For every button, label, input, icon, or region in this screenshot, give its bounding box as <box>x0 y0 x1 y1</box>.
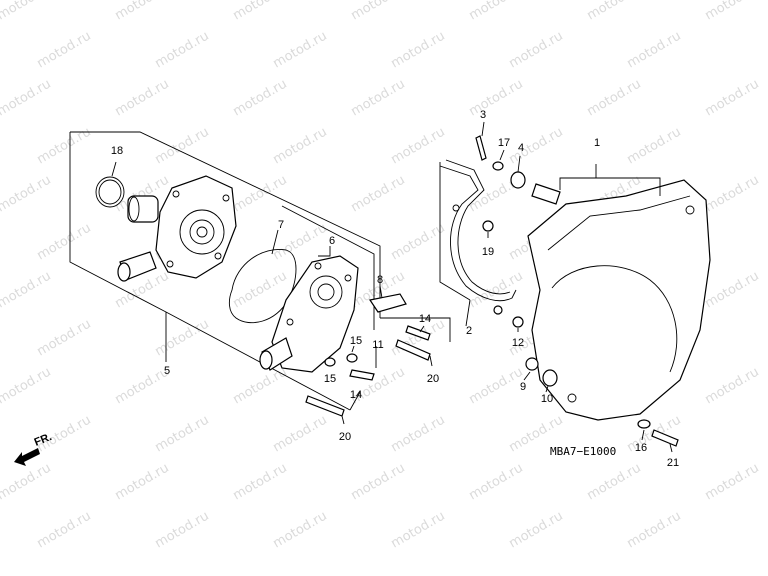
callout-18: 18 <box>111 145 123 157</box>
callout-numbers: 1 2 3 4 5 6 7 8 9 10 11 12 14 14 15 15 1… <box>111 109 679 469</box>
watermark-text: motod.ru <box>507 509 566 552</box>
watermark-text: motod.ru <box>271 509 330 552</box>
callout-11: 11 <box>372 339 383 351</box>
callout-10: 10 <box>541 393 553 405</box>
watermark-text: motod.ru <box>35 509 94 552</box>
callout-1: 1 <box>594 137 600 149</box>
watermark-text: motod.ru <box>349 461 408 504</box>
callout-14a: 14 <box>419 313 431 325</box>
watermark-text: motod.ru <box>0 269 54 312</box>
watermark-text: motod.ru <box>389 413 448 456</box>
watermark-text: motod.ru <box>625 509 684 552</box>
watermark-text: motod.ru <box>35 221 94 264</box>
watermark-text: motod.ru <box>271 29 330 72</box>
watermark-text: motod.ru <box>585 77 644 120</box>
leader-lines <box>111 121 673 453</box>
watermark-text: motod.ru <box>153 317 212 360</box>
watermark-text: motod.ru <box>153 125 212 168</box>
small-parts <box>305 135 679 447</box>
watermark-text: motod.ru <box>231 365 290 408</box>
watermark-text: motod.ru <box>467 0 526 23</box>
bracket-part-8 <box>369 293 407 313</box>
callout-7: 7 <box>278 219 284 231</box>
watermark-text: motod.ru <box>0 173 54 216</box>
watermark-text: motod.ru <box>113 461 172 504</box>
callout-17: 17 <box>498 137 510 149</box>
watermark-text: motod.ru <box>467 77 526 120</box>
watermark-text: motod.ru <box>703 0 762 23</box>
watermark-text: motod.ru <box>0 0 54 23</box>
watermark-text: motod.ru <box>585 0 644 23</box>
callout-9: 9 <box>520 381 526 393</box>
callout-2: 2 <box>466 325 472 337</box>
watermark-text: motod.ru <box>585 461 644 504</box>
watermark-text: motod.ru <box>349 173 408 216</box>
callout-12: 12 <box>512 337 524 349</box>
watermark-text: motod.ru <box>703 269 762 312</box>
callout-14b: 14 <box>350 389 362 401</box>
watermark-text: motod.ru <box>507 29 566 72</box>
watermark-text: motod.ru <box>0 77 54 120</box>
watermark-text: motod.ru <box>231 461 290 504</box>
watermark-text: motod.ru <box>389 125 448 168</box>
watermark-text: motod.ru <box>35 29 94 72</box>
watermark-text: motod.ru <box>507 125 566 168</box>
watermark-text: motod.ru <box>703 173 762 216</box>
watermark-text: motod.ru <box>271 125 330 168</box>
callout-8: 8 <box>377 274 383 286</box>
watermark-text: motod.ru <box>113 365 172 408</box>
callout-15b: 15 <box>324 373 336 385</box>
watermark-text: motod.ru <box>389 221 448 264</box>
diagram-code: MBA7−E1000 <box>550 445 616 458</box>
watermark-text: motod.ru <box>349 77 408 120</box>
watermark-text: motod.ru <box>35 317 94 360</box>
watermark-text: motod.ru <box>467 269 526 312</box>
watermark-text: motod.ru <box>625 29 684 72</box>
watermark-text: motod.ru <box>153 29 212 72</box>
water-pump-body <box>117 175 237 282</box>
watermark-text: motod.ru <box>231 77 290 120</box>
callout-20b: 20 <box>339 431 351 443</box>
watermark-text: motod.ru <box>703 365 762 408</box>
watermark-text: motod.ru <box>35 125 94 168</box>
callout-19: 19 <box>482 246 494 258</box>
callout-20a: 20 <box>427 373 439 385</box>
callout-4: 4 <box>518 142 524 154</box>
callout-15a: 15 <box>350 335 362 347</box>
watermark-text: motod.ru <box>153 509 212 552</box>
o-ring-part-18 <box>95 176 125 208</box>
watermark-text: motod.ru <box>153 413 212 456</box>
watermark-text: motod.ru <box>389 509 448 552</box>
side-cover-part-1 <box>527 179 711 421</box>
callout-3: 3 <box>480 109 486 121</box>
watermark-text: motod.ru <box>349 0 408 23</box>
callout-16: 16 <box>635 442 647 454</box>
callout-21: 21 <box>667 457 679 469</box>
watermark-text: motod.ru <box>231 269 290 312</box>
watermark-text: motod.ru <box>467 365 526 408</box>
front-arrow-icon <box>14 448 40 466</box>
watermark-text: motod.ru <box>703 77 762 120</box>
watermark-text: motod.ru <box>389 29 448 72</box>
watermark-text: motod.ru <box>0 365 54 408</box>
watermark-text: motod.ru <box>113 77 172 120</box>
watermark-text: motod.ru <box>271 413 330 456</box>
watermark-text: motod.ru <box>625 125 684 168</box>
watermark-text: motod.ru <box>0 461 54 504</box>
watermark-text: motod.ru <box>231 0 290 23</box>
callout-5: 5 <box>164 365 170 377</box>
watermark-text: motod.ru <box>113 0 172 23</box>
watermark-text: motod.ru <box>703 461 762 504</box>
watermark-text: motod.ru <box>467 461 526 504</box>
callout-6: 6 <box>329 235 335 247</box>
pump-cover-part-6 <box>259 255 359 373</box>
bracket-part-2 <box>439 159 517 302</box>
